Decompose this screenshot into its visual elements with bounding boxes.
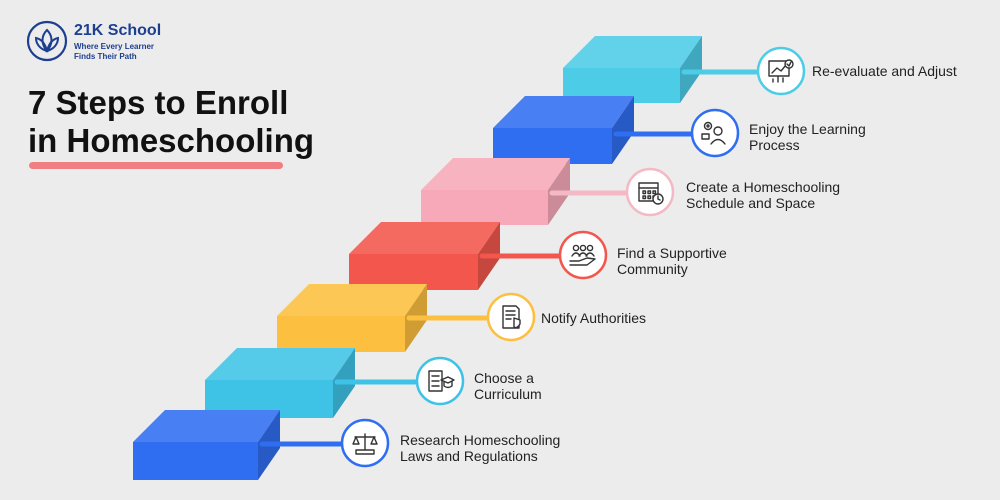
step-label-line2: Schedule and Space	[686, 195, 816, 211]
brand-tagline: Where Every Learner Finds Their Path	[74, 42, 154, 62]
brand-tagline-line1: Where Every Learner	[74, 42, 155, 51]
step-6-marker	[613, 108, 740, 158]
step-1-marker	[259, 418, 390, 468]
chart-evaluate-icon	[768, 59, 794, 83]
step-5	[421, 158, 570, 225]
step-3	[277, 284, 427, 352]
step-1	[133, 410, 280, 480]
step-label-line1: Enjoy the Learning	[749, 121, 866, 137]
brand-name: 21K School	[74, 22, 162, 39]
title-underline	[29, 162, 283, 169]
step-label-line1: Find a Supportive	[617, 245, 727, 261]
step-top-face	[133, 410, 280, 442]
step-6	[493, 96, 634, 164]
step-side-face	[612, 96, 634, 164]
step-front-face	[133, 442, 258, 480]
page-title: 7 Steps to Enroll in Homeschooling	[28, 84, 314, 160]
document-shield-icon	[502, 305, 521, 329]
step-top-face	[277, 284, 427, 316]
page-title-line1: 7 Steps to Enroll	[28, 84, 289, 121]
calendar-clock-icon	[638, 182, 664, 205]
step-label-line1: Re-evaluate and Adjust	[812, 63, 957, 79]
step-front-face	[421, 190, 548, 225]
step-label-line2: Curriculum	[474, 386, 542, 402]
page-title-line2: in Homeschooling	[28, 122, 315, 159]
step-2-marker	[334, 356, 465, 406]
learner-gear-icon	[701, 121, 726, 145]
step-4	[349, 222, 500, 290]
lotus-logo-icon	[26, 20, 68, 62]
step-7-marker	[681, 46, 806, 96]
step-top-face	[493, 96, 634, 128]
step-top-face	[421, 158, 570, 190]
law-scales-icon	[352, 433, 378, 455]
step-label-line1: Notify Authorities	[541, 310, 647, 326]
step-4-marker	[479, 230, 608, 280]
step-top-face	[205, 348, 355, 380]
step-label-line2: Laws and Regulations	[400, 448, 538, 464]
step-top-face	[349, 222, 500, 254]
step-icon-circle	[558, 230, 608, 280]
community-hand-icon	[569, 244, 596, 266]
step-top-face	[563, 36, 702, 68]
step-icon-circle	[486, 292, 536, 342]
brand-tagline-line2: Finds Their Path	[74, 52, 137, 61]
step-3-marker	[406, 292, 536, 342]
step-2	[205, 348, 355, 418]
step-label-line2: Community	[617, 261, 688, 277]
step-7-label: Re-evaluate and Adjust	[812, 63, 957, 79]
step-label-line2: Process	[749, 137, 800, 153]
step-label-line1: Create a Homeschooling	[686, 179, 841, 195]
brand-logo: 21K School Where Every Learner Finds The…	[26, 20, 186, 70]
step-label-line1: Research Homeschooling	[400, 432, 561, 448]
step-7	[563, 36, 702, 103]
step-5-marker	[549, 167, 675, 217]
curriculum-icon	[428, 370, 455, 392]
step-icon-circle	[415, 356, 465, 406]
step-3-label: Notify Authorities	[541, 310, 646, 326]
step-front-face	[277, 316, 405, 352]
step-label-line1: Choose a	[474, 370, 534, 386]
